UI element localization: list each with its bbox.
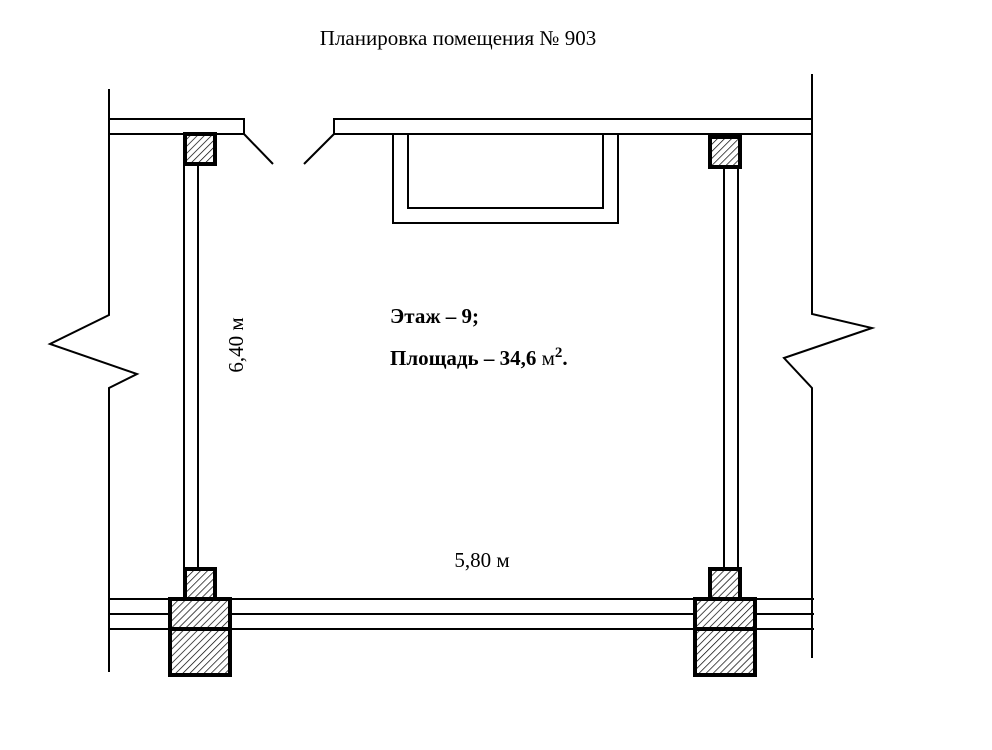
area-exponent: 2 [555,345,563,361]
column-top-right [708,135,742,169]
plan-title: Планировка помещения № 903 [320,26,596,50]
width-dimension: 5,80 м [454,548,509,572]
left-outer-wall [47,89,140,672]
door-leaf-left [243,133,274,165]
height-dimension: 6,40 м [224,317,248,372]
niche-outer [392,134,619,224]
right-outer-wall [782,74,876,658]
area-end: . [562,346,567,370]
column-bottom-right-small [708,567,742,601]
niche-inner [407,134,604,209]
door-leaf-right [303,133,335,165]
area-label: Площадь – 34,6 м2. [390,345,568,370]
column-top-left [183,132,217,166]
column-bottom-left-large [168,597,232,677]
column-bottom-right-large [693,597,757,677]
floor-label: Этаж – 9; [390,304,479,328]
area-unit: м [542,346,555,370]
top-wall-left [109,118,245,135]
column-bottom-left-small [183,567,217,601]
top-wall-right [333,118,812,135]
